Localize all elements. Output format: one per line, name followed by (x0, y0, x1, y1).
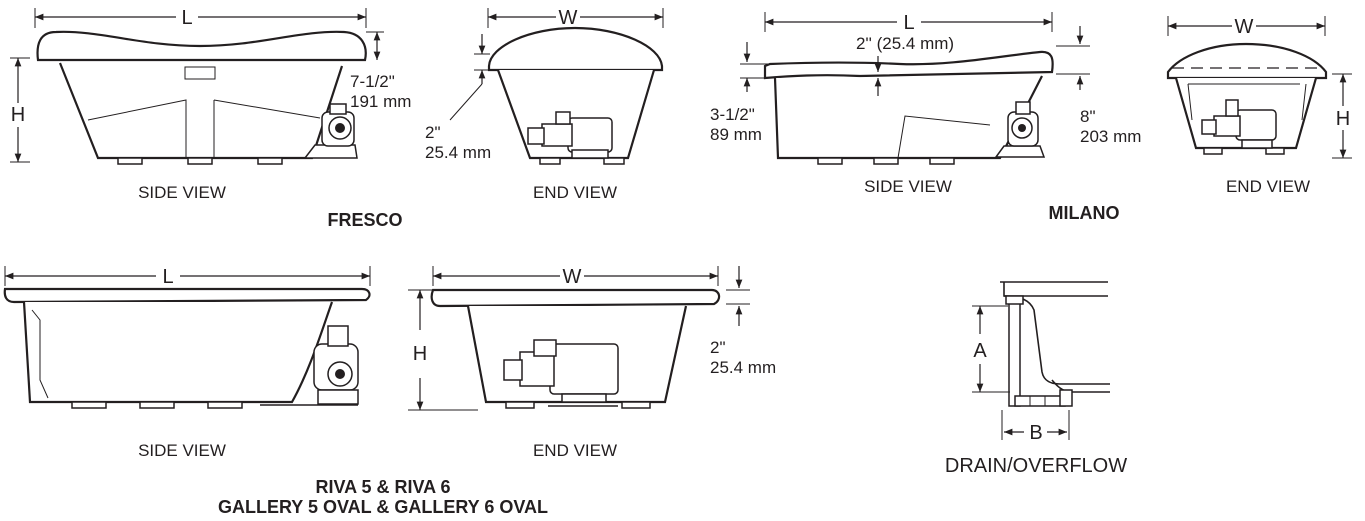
fresco-height-label: H (11, 104, 25, 126)
milano-side-view-label: SIDE VIEW (864, 177, 952, 196)
riva-end-view-label: END VIEW (533, 441, 617, 460)
riva-body (22, 301, 334, 404)
fresco-foot (187, 157, 213, 165)
milano-right-inches: 8" (1080, 107, 1096, 126)
milano-height-label: H (1336, 108, 1350, 130)
riva-pump-icon (313, 325, 359, 405)
riva-end-rim (430, 288, 721, 308)
riva-title-line2: GALLERY 5 OVAL & GALLERY 6 OVAL (218, 497, 548, 517)
fresco-rim-mm: 25.4 mm (425, 143, 491, 162)
drain-a-label: A (973, 340, 987, 362)
milano-end-view-label: END VIEW (1226, 177, 1310, 196)
fresco-title: FRESCO (327, 210, 402, 230)
milano-end-rim (1166, 42, 1328, 80)
milano-body (773, 75, 1043, 160)
riva-end-pump-icon (503, 339, 619, 407)
fresco-depth-mm: 191 mm (350, 92, 411, 111)
fresco-foot (257, 157, 283, 165)
drain-b-label: B (1029, 422, 1042, 444)
overflow-pipe (1008, 301, 1021, 407)
milano-right-mm: 203 mm (1080, 127, 1141, 146)
riva-title-line1: RIVA 5 & RIVA 6 (315, 477, 450, 497)
fresco-depth-inches: 7-1/2" (350, 72, 395, 91)
riva-rim (3, 287, 371, 304)
fresco-rim-inches: 2" (425, 123, 441, 142)
drain-overflow-title: DRAIN/OVERFLOW (945, 455, 1127, 477)
fresco-rim (36, 30, 367, 62)
fresco-side-view: L H 7-1/2" 191 mm SIDE VIEW (10, 7, 411, 202)
milano-side-view: L 2'' (25.4 mm) 3-1/2" 89 mm 8" 203 mm S… (710, 12, 1141, 196)
milano-rim (763, 50, 1054, 80)
riva-rim-inches: 2" (710, 338, 726, 357)
fresco-length-label: L (181, 7, 192, 29)
milano-rim-center-label: 2'' (25.4 mm) (856, 34, 954, 53)
milano-left-mm: 89 mm (710, 125, 762, 144)
milano-end-view: W H END VIEW (1166, 16, 1352, 196)
fresco-end-pump-icon (527, 111, 613, 159)
fresco-width-label: W (559, 7, 578, 29)
fresco-end-rim (487, 26, 664, 72)
fresco-side-view-label: SIDE VIEW (138, 183, 226, 202)
milano-width-label: W (1235, 16, 1254, 38)
riva-end-view: W H 2" 25.4 mm END VIEW (408, 266, 776, 460)
riva-length-label: L (162, 266, 173, 288)
riva-height-label: H (413, 343, 427, 365)
milano-pump-icon (994, 101, 1046, 158)
fresco-end-view-label: END VIEW (533, 183, 617, 202)
drain-overflow-diagram: A B DRAIN/OVERFLOW (945, 281, 1127, 477)
milano-left-inches: 3-1/2" (710, 105, 755, 124)
drain-pipe (1014, 395, 1066, 407)
riva-rim-mm: 25.4 mm (710, 358, 776, 377)
riva-side-view: L SIDE VIEW (3, 266, 371, 460)
fresco-foot (117, 157, 143, 165)
milano-title: MILANO (1049, 203, 1120, 223)
milano-length-label: L (903, 12, 914, 34)
riva-side-view-label: SIDE VIEW (138, 441, 226, 460)
riva-width-label: W (563, 266, 582, 288)
fresco-body (58, 62, 344, 160)
fresco-pump-icon (303, 103, 358, 159)
fresco-end-view: W 2" 25.4 mm END VIEW (425, 7, 664, 202)
milano-end-pump-icon (1201, 99, 1277, 149)
